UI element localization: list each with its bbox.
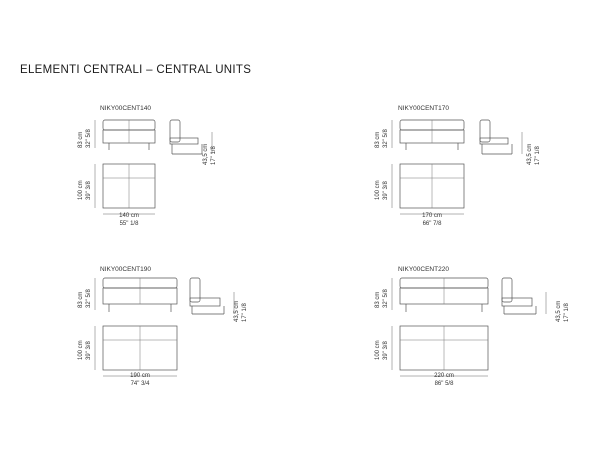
- page-title: ELEMENTI CENTRALI – CENTRAL UNITS: [20, 64, 252, 76]
- plan-view-drawing: [94, 325, 178, 377]
- depth-cm-label: 100 cm: [78, 180, 84, 200]
- width-in-label: 74" 3/4: [130, 381, 150, 387]
- depth-in-label: 39" 3/8: [86, 341, 92, 360]
- side-height-in-label: 17" 1/8: [242, 303, 248, 322]
- side-height-in-label: 17" 1/8: [564, 303, 570, 322]
- unit-code: NIKY00CENT190: [100, 266, 151, 273]
- front-view-drawing: [94, 277, 178, 312]
- width-cm-label: 220 cm: [434, 373, 454, 379]
- width-in-label: 86" 5/8: [434, 381, 454, 387]
- width-cm-label: 140 cm: [119, 213, 139, 219]
- side-height-in-label: 17" 1/8: [211, 146, 217, 165]
- side-height-in-label: 17" 1/8: [535, 146, 541, 165]
- width-in-label: 55" 1/8: [119, 221, 139, 227]
- plan-view-drawing: [391, 163, 465, 215]
- unit-code: NIKY00CENT220: [398, 266, 449, 273]
- plan-view-drawing: [391, 325, 489, 377]
- depth-in-label: 39" 3/8: [383, 341, 389, 360]
- width-cm-label: 190 cm: [130, 373, 150, 379]
- side-view-drawing: [501, 277, 547, 315]
- unit-code: NIKY00CENT140: [100, 105, 151, 112]
- depth-in-label: 39" 3/8: [86, 181, 92, 200]
- width-cm-label: 170 cm: [422, 213, 442, 219]
- front-view-drawing: [391, 277, 489, 312]
- height-in-label: 32" 5/8: [86, 129, 92, 148]
- side-height-cm-label: 43,5 cm: [203, 143, 209, 165]
- side-view-drawing: [169, 119, 213, 155]
- height-cm-label: 83 cm: [375, 291, 381, 308]
- height-in-label: 32" 5/8: [383, 289, 389, 308]
- depth-cm-label: 100 cm: [375, 340, 381, 360]
- height-cm-label: 83 cm: [375, 131, 381, 148]
- height-cm-label: 83 cm: [78, 131, 84, 148]
- height-in-label: 32" 5/8: [86, 289, 92, 308]
- front-view-drawing: [391, 119, 465, 150]
- front-view-drawing: [94, 119, 156, 150]
- unit-code: NIKY00CENT170: [398, 105, 449, 112]
- depth-cm-label: 100 cm: [375, 180, 381, 200]
- width-in-label: 66" 7/8: [422, 221, 442, 227]
- height-in-label: 32" 5/8: [383, 129, 389, 148]
- side-height-cm-label: 43,5 cm: [527, 143, 533, 165]
- side-height-cm-label: 43,5 cm: [556, 300, 562, 322]
- side-view-drawing: [189, 277, 235, 315]
- depth-in-label: 39" 3/8: [383, 181, 389, 200]
- height-cm-label: 83 cm: [78, 291, 84, 308]
- side-view-drawing: [479, 119, 523, 155]
- plan-view-drawing: [94, 163, 156, 215]
- side-height-cm-label: 43,5 cm: [234, 300, 240, 322]
- depth-cm-label: 100 cm: [78, 340, 84, 360]
